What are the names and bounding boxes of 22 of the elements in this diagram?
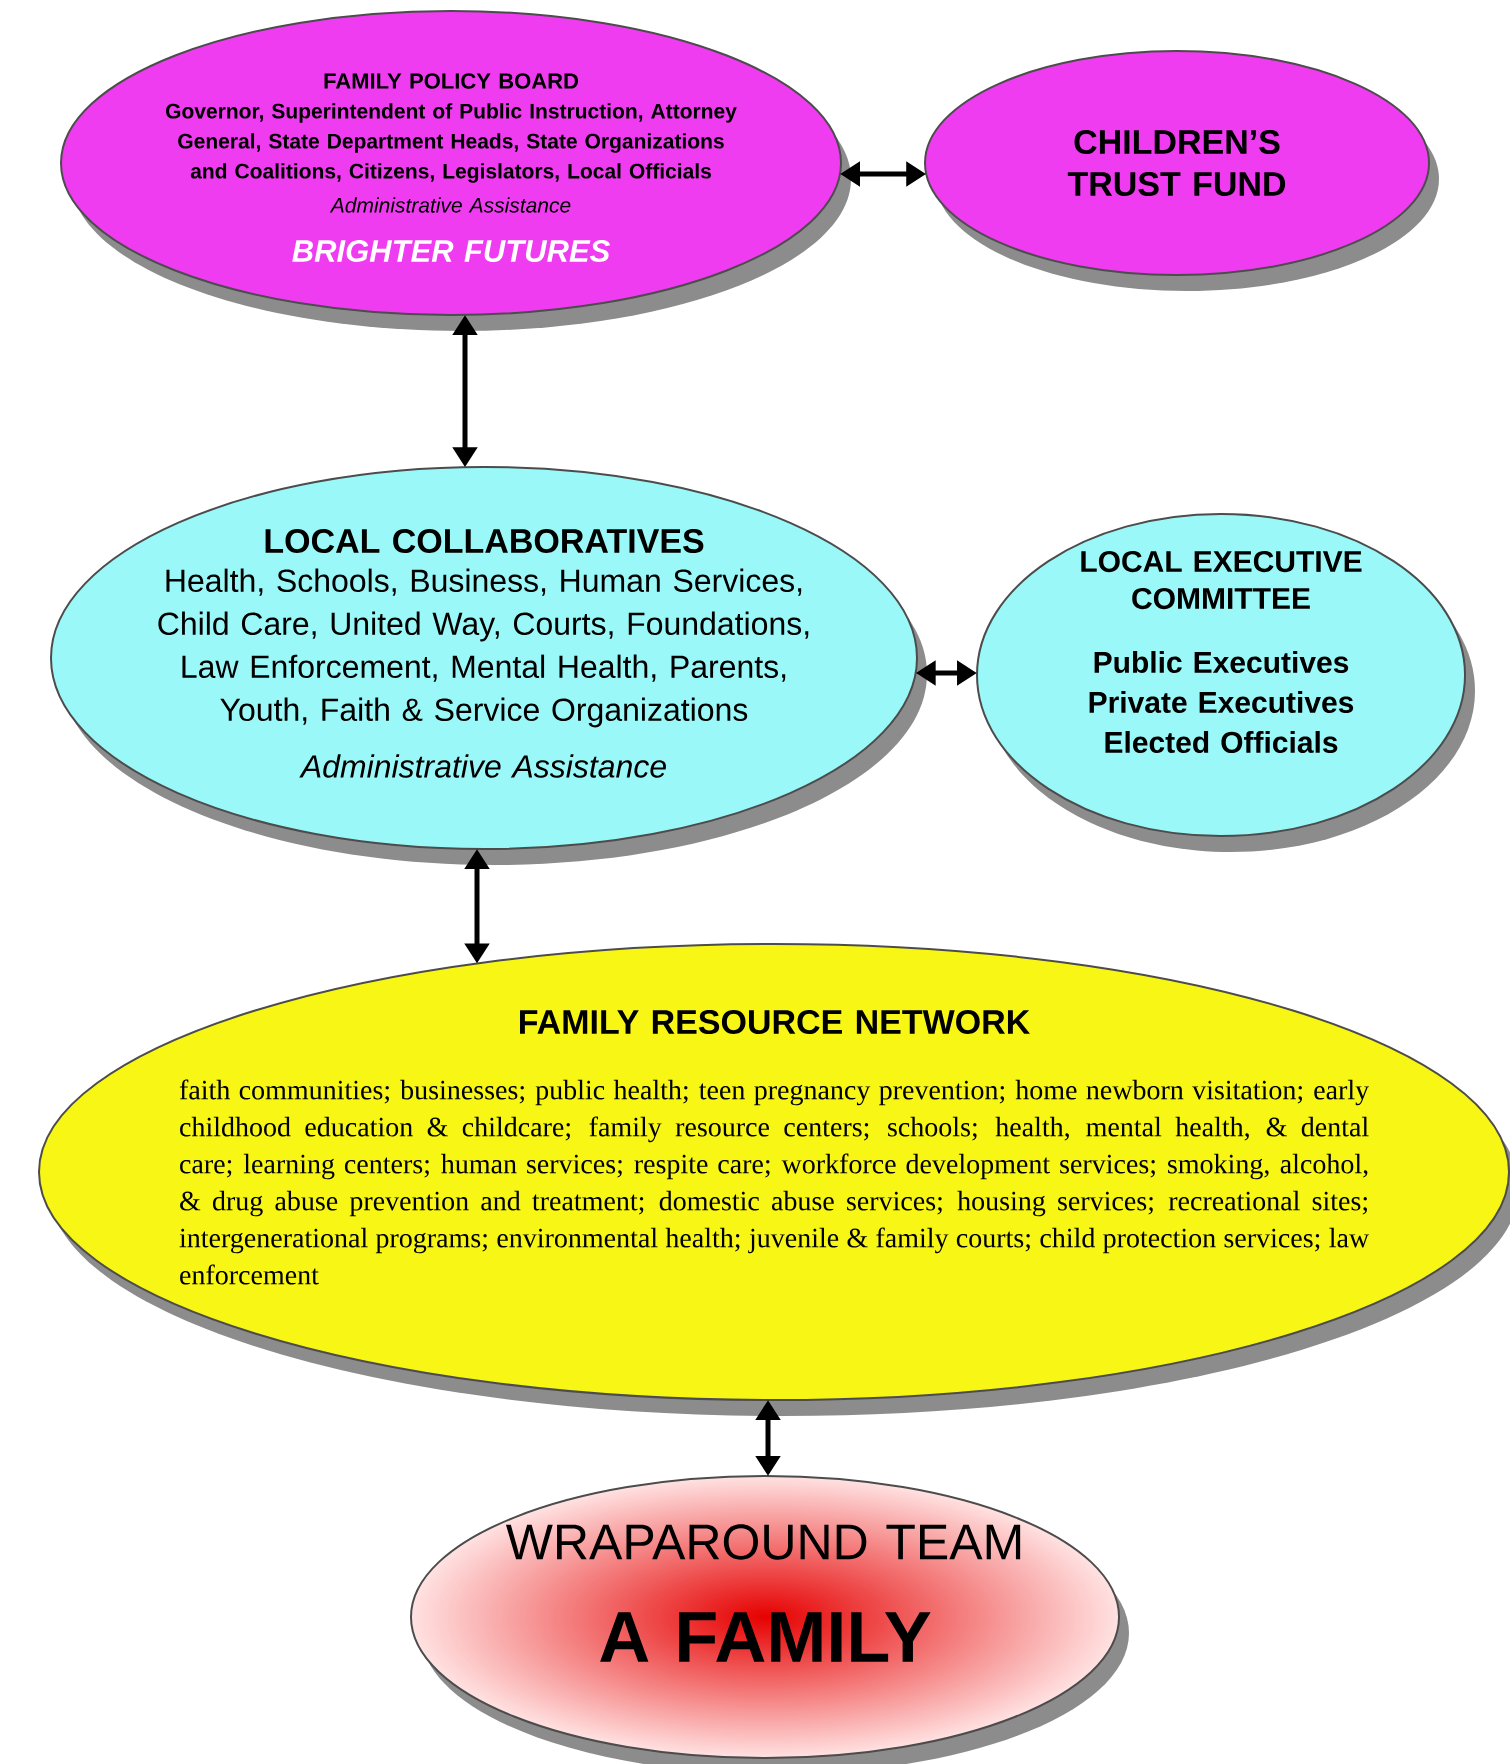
network-title: FAMILY RESOURCE NETWORK xyxy=(520,1009,1030,1035)
team-label: WRAPAROUND TEAM xyxy=(505,1524,1021,1560)
ellipse-node xyxy=(410,1475,1129,1764)
member-list: Governor, Superintendent of Public Instruction, Attorney General, State Department Heads, State Organizations and Coalitions, Citizens, Legislators, Local Officials xyxy=(166,103,737,183)
member-line: Public Executives xyxy=(1094,651,1349,674)
member-list: Health, Schools, Business, Human Services, Child Care, United Way, Courts, Foundations, Law Enforcement, Mental Health, Parents, Youth, Faith & Service Organizations xyxy=(158,568,809,728)
ellipse-node xyxy=(924,50,1439,291)
fund-name: CHILDREN’S TRUST FUND xyxy=(1067,129,1286,197)
assistance-text: Administrative Assistance xyxy=(299,754,666,778)
ellipse-node xyxy=(38,943,1510,1416)
committee-title: LOCAL EXECUTIVE COMMITTEE xyxy=(1081,550,1362,610)
family-label: A FAMILY xyxy=(600,1612,931,1662)
service-list: faith communities; businesses; public health; teen pregnancy prevention; home newborn visitation; early childhood education & childcare; family resource centers; schools; health, mental health, & dental care; learning centers; human services; respite care; workforce development services; smoking, alcohol, & drug abuse prevention and treatment; domestic abuse services; housing services; recreational sites; intergenerational programs; environmental health; juvenile & family courts; child protection services; law enforcement xyxy=(179,1079,1370,1285)
ellipse-node xyxy=(60,10,851,331)
assistance-text: Administrative Assistance xyxy=(329,197,571,213)
board-title: FAMILY POLICY BOARD xyxy=(324,73,578,89)
member-line: Elected Officials xyxy=(1105,731,1338,754)
ellipse-node xyxy=(976,513,1475,852)
member-line: Private Executives xyxy=(1089,691,1354,714)
collaboratives-title: LOCAL COLLABORATIVES xyxy=(265,528,704,554)
ellipse-node xyxy=(50,466,927,865)
program-name: BRIGHTER FUTURES xyxy=(292,240,610,262)
